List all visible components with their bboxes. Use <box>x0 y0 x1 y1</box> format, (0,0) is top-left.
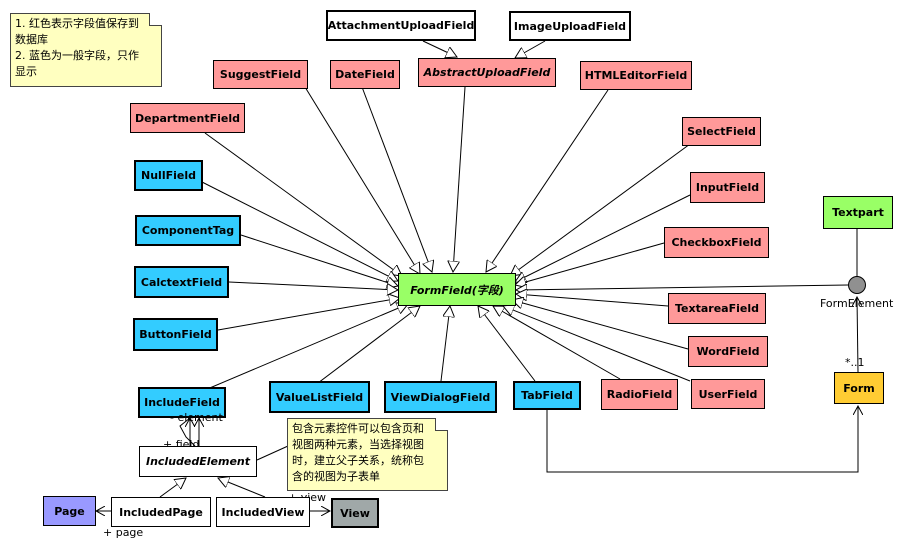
legend-note-line: 2. 蓝色为一般字段，只作 <box>15 49 139 62</box>
date-field-node[interactable]: DateField <box>330 60 400 89</box>
included-element-node[interactable]: IncludedElement <box>139 446 257 477</box>
edge-imageupload-abstractupload <box>515 40 546 58</box>
page-node[interactable]: Page <box>43 496 96 526</box>
include-note: 包含元素控件可以包含页和 视图两种元素，当选择视图 时，建立父子关系，统称包 含… <box>287 418 448 491</box>
note-fold <box>435 418 448 431</box>
edge-selectfield-formfield <box>510 143 691 276</box>
edge-userfield-formfield <box>503 306 691 382</box>
tab-field-node[interactable]: TabField <box>513 381 581 410</box>
edge-attachment-abstractupload <box>422 40 457 57</box>
checkbox-field-node[interactable]: CheckboxField <box>664 227 769 258</box>
edge-calctext-formfield <box>228 281 398 290</box>
edge-includedpage-includedelement <box>159 478 186 498</box>
edge-datefield-formfield <box>361 86 432 272</box>
form-field-node[interactable]: FormField(字段) <box>398 273 516 306</box>
edge-note-includedelement <box>256 445 289 461</box>
multiplicity-label: *..1 <box>845 356 865 369</box>
view-node[interactable]: View <box>331 498 379 528</box>
department-field-node[interactable]: DepartmentField <box>130 103 245 133</box>
edge-tabfield-form <box>546 406 858 473</box>
suggest-field-node[interactable]: SuggestField <box>213 60 308 89</box>
edge-radiofield-formfield <box>493 306 621 380</box>
element-role-label: - element <box>170 411 223 424</box>
viewdialog-field-node[interactable]: ViewDialogField <box>384 381 497 413</box>
edge-inputfield-formfield <box>515 194 691 282</box>
include-note-line: 包含元素控件可以包含页和 <box>292 422 424 435</box>
edge-abstractupload-formfield <box>453 86 466 272</box>
form-element-label: FormElement <box>820 297 894 310</box>
textpart-node[interactable]: Textpart <box>823 196 893 229</box>
radio-field-node[interactable]: RadioField <box>601 379 678 410</box>
legend-note-line: 1. 红色表示字段值保存到 <box>15 17 139 30</box>
edge-formelement-formfield <box>516 285 849 290</box>
edge-htmleditor-formfield <box>486 89 609 272</box>
htmleditor-field-node[interactable]: HTMLEditorField <box>580 61 692 90</box>
form-node[interactable]: Form <box>834 372 884 404</box>
edge-buttonfield-formfield <box>217 298 400 331</box>
edge-form-formelement <box>857 297 858 373</box>
edge-includefield-formfield <box>204 304 408 391</box>
page-role-label: + page <box>103 526 144 539</box>
include-field-node[interactable]: IncludeField <box>138 387 226 418</box>
legend-note: 1. 红色表示字段值保存到 数据库 2. 蓝色为一般字段，只作 显示 <box>10 13 162 87</box>
component-tag-node[interactable]: ComponentTag <box>135 215 241 246</box>
valuelist-field-node[interactable]: ValueListField <box>269 381 370 413</box>
include-note-line: 视图两种元素，当选择视图 <box>292 438 424 451</box>
user-field-node[interactable]: UserField <box>691 379 765 409</box>
included-view-node[interactable]: IncludedView <box>216 497 310 527</box>
edge-textarea-formfield <box>516 294 669 307</box>
include-note-line: 含的视图为子表单 <box>292 470 380 483</box>
legend-note-line: 数据库 <box>15 33 48 46</box>
edge-department-formfield <box>204 132 402 276</box>
textarea-field-node[interactable]: TextareaField <box>668 293 766 324</box>
edge-suggestfield-formfield <box>304 86 420 274</box>
input-field-node[interactable]: InputField <box>690 172 765 203</box>
edge-includedview-includedelement <box>218 478 266 498</box>
abstract-upload-field-node[interactable]: AbstractUploadField <box>418 58 556 87</box>
include-note-line: 时，建立父子关系，统称包 <box>292 454 424 467</box>
attachment-upload-field-node[interactable]: AttachmentUploadField <box>326 10 476 41</box>
select-field-node[interactable]: SelectField <box>682 117 761 146</box>
word-field-node[interactable]: WordField <box>688 336 768 367</box>
legend-note-line: 显示 <box>15 65 37 78</box>
edge-includefield-self <box>179 417 196 447</box>
edge-componenttag-formfield <box>240 234 398 286</box>
edge-checkbox-formfield <box>515 242 665 285</box>
null-field-node[interactable]: NullField <box>134 160 203 191</box>
calctext-field-node[interactable]: CalctextField <box>134 266 229 298</box>
edge-valuelist-formfield <box>317 306 420 384</box>
edge-nullfield-formfield <box>201 181 398 281</box>
note-fold <box>149 13 162 26</box>
edge-tabfield-formfield <box>478 306 536 382</box>
edge-viewdialog-formfield <box>440 306 450 382</box>
included-page-node[interactable]: IncludedPage <box>111 497 211 527</box>
edge-wordfield-formfield <box>512 300 689 350</box>
form-element-interface-icon[interactable] <box>848 276 866 294</box>
button-field-node[interactable]: ButtonField <box>133 318 218 351</box>
image-upload-field-node[interactable]: ImageUploadField <box>509 11 631 41</box>
